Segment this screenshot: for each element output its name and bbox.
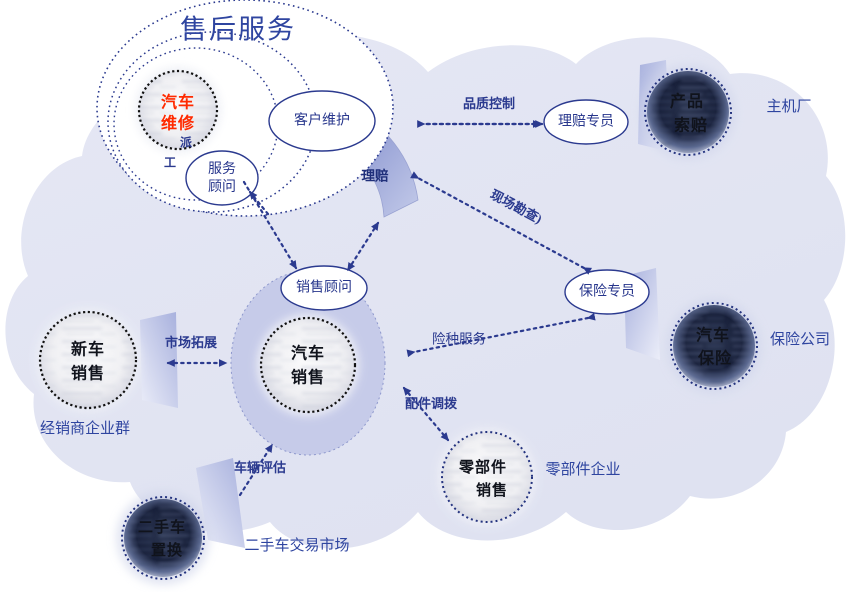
- newcar-wedge: [140, 312, 178, 408]
- ellipse-service-advisor: [185, 150, 259, 206]
- role-claim-agent-label[interactable]: 理赔专员: [558, 114, 614, 130]
- edge-site-survey: [410, 171, 593, 275]
- node-repair-line2: 维修: [160, 115, 196, 133]
- outer-label-used-car-market: 二手车交易市场: [244, 537, 350, 554]
- node-auto-insurance-line2: 保险: [697, 350, 733, 368]
- node-parts-sales[interactable]: [438, 428, 536, 526]
- edge-into-service-advisor: [248, 190, 270, 216]
- role-customer-care-label[interactable]: 客户维护: [294, 113, 350, 129]
- role-service-advisor-line1[interactable]: 服务: [208, 162, 236, 177]
- node-parts-sales-line2: 销售: [475, 482, 509, 499]
- aftersales-title: 售后服务: [180, 14, 296, 45]
- ellipse-sales-advisor: [280, 265, 368, 311]
- edge-label-parts-allocation: 配件调拨: [404, 395, 458, 411]
- node-new-car-sales-line1: 新车: [70, 341, 106, 359]
- wedge-claim-label: 理赔: [361, 168, 389, 184]
- node-car-sales[interactable]: [257, 314, 359, 416]
- edge-label-quality-control: 品质控制: [462, 95, 516, 111]
- edge-claim-to-sales-advisor: [346, 221, 380, 272]
- node-product-claim-line1: 产品: [669, 93, 705, 111]
- edge-label-insurance-service: 险种服务: [432, 331, 486, 347]
- node-used-car-line1: 二手车: [137, 519, 187, 536]
- nodes-layer: [36, 64, 762, 585]
- edge-insurance-service: [406, 312, 596, 358]
- role-ellipses-layer: [185, 90, 650, 315]
- dispatch-label-top: 派: [179, 135, 193, 150]
- outer-label-dealer-group: 经销商企业群: [39, 420, 131, 437]
- edge-label-vehicle-appraisal: 车辆评估: [233, 459, 287, 475]
- node-used-car-exchange[interactable]: [116, 491, 210, 585]
- node-car-sales-line2: 销售: [290, 369, 326, 387]
- node-product-claim-line2: 索赔: [673, 117, 709, 135]
- node-used-car-line2: 置换: [150, 542, 184, 559]
- edges-layer: [166, 120, 596, 497]
- role-service-advisor-line2[interactable]: 顾问: [208, 180, 236, 195]
- node-repair[interactable]: [135, 67, 221, 153]
- dispatch-label-bottom: 工: [163, 155, 177, 170]
- ellipse-claim-agent: [543, 99, 629, 145]
- outer-label-insurance-company: 保险公司: [769, 331, 831, 348]
- outer-label-oem: 主机厂: [766, 98, 812, 115]
- node-product-claim[interactable]: [640, 64, 736, 160]
- outer-label-parts-company: 零部件企业: [545, 461, 621, 478]
- role-sales-advisor-label[interactable]: 销售顾问: [296, 280, 352, 296]
- node-new-car-sales[interactable]: [36, 308, 140, 412]
- ellipse-insurance-agent: [564, 269, 650, 315]
- node-new-car-sales-line2: 销售: [70, 365, 106, 383]
- edge-vehicle-appraisal: [238, 443, 274, 497]
- edge-label-market-expansion: 市场拓展: [164, 334, 218, 350]
- node-car-sales-line1: 汽车: [290, 345, 326, 363]
- node-auto-insurance-line1: 汽车: [695, 327, 731, 345]
- edge-parts-allocation: [402, 386, 450, 442]
- node-repair-line1: 汽车: [160, 94, 196, 112]
- node-parts-sales-line1: 零部件: [458, 459, 508, 476]
- node-auto-insurance[interactable]: [666, 298, 762, 394]
- ellipse-customer-care: [268, 90, 376, 152]
- role-insurance-agent-label[interactable]: 保险专员: [579, 284, 635, 300]
